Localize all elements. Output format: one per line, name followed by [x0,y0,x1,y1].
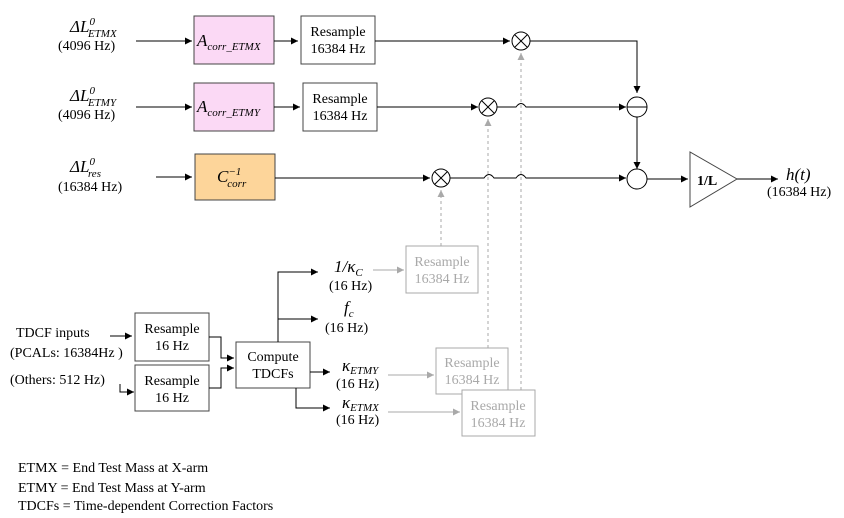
c-corr-main: C [217,167,229,186]
fc-rate: (16 Hz) [325,321,368,336]
resample-etmx-line1: Resample [310,25,365,40]
resample-16hz-1-line2: 16 Hz [155,339,189,354]
compute-tdcfs-line2: TDCFs [252,367,293,382]
a-corr-etmy-block [193,82,275,132]
output-rate: (16384 Hz) [767,185,831,200]
a-etmy-main: A [196,97,208,116]
resample-kappa-c-line1: Resample [414,255,469,270]
kappa-c-text: 1/κ [334,257,356,276]
etmx-sup: 0 [89,16,95,28]
summing-junction-1 [626,96,648,118]
fc-sub: c [349,308,354,320]
res-delta-label: ΔL [69,157,89,176]
resample-kappa-c-box [405,245,479,294]
resample-16hz-2-line1: Resample [144,374,199,389]
resample-kappa-c-line2: 16384 Hz [415,272,470,287]
inverse-l-gain-triangle [689,151,738,208]
c-corr-inverse-block [194,153,276,201]
svg-text:κETMX: κETMX [342,393,380,414]
resample-16hz-2-line2: 16 Hz [155,391,189,406]
etmx-delta-label: ΔL [69,17,89,36]
etmx-rate: (4096 Hz) [58,39,115,54]
kappa-etmx-sub: ETMX [349,402,380,414]
etmy-delta-label: ΔL [69,86,89,105]
summing-junction-2 [626,168,648,190]
resample-16hz-1-line1: Resample [144,322,199,337]
kappa-c-rate: (16 Hz) [329,279,372,294]
inverse-l-label: 1/L [697,174,717,189]
res-sup: 0 [89,156,95,168]
a-corr-etmx-block [193,15,275,65]
svg-text:1/κC: 1/κC [334,257,363,279]
resample-kappa-etmx-box [461,389,536,437]
resample-etmx-box [300,15,376,65]
tdcf-others-arrow [119,384,134,396]
etmy-sub: ETMY [87,97,118,109]
svg-text:κETMY: κETMY [342,356,380,377]
kappa-etmy-rate: (16 Hz) [336,377,379,392]
etmx-to-sum-arrow [530,40,641,93]
resample-kappa-etmy-box [435,347,509,395]
fc-text: f [344,298,351,317]
tdcf-others-rate: (Others: 512 Hz) [10,373,105,388]
resample-kappa-etmy-line1: Resample [444,356,499,371]
legend-etmx: ETMX = End Test Mass at X-arm [18,461,209,476]
etmy-sup: 0 [89,85,95,97]
a-etmx-sub: corr_ETMX [207,41,261,53]
kappa-etmx-rate: (16 Hz) [336,413,379,428]
resample-etmy-line1: Resample [312,92,367,107]
compute-to-kappa-c-arrow [277,268,318,342]
kappa-c-sub: C [355,267,363,279]
multiplier-etmy [478,97,498,117]
compute-to-kappa-etmx-arrow [295,388,330,412]
etmy-rate: (4096 Hz) [58,108,115,123]
resample-kappa-etmy-line2: 16384 Hz [445,373,500,388]
resample-kappa-etmx-line2: 16384 Hz [471,416,526,431]
etmx-sub: ETMX [87,28,118,40]
multiplier-res [431,168,451,188]
a-etmx-main: A [196,31,208,50]
c-corr-sub: corr [227,178,247,190]
res-sub: res [88,168,101,180]
res-rate: (16384 Hz) [58,180,122,195]
legend-tdcfs: TDCFs = Time-dependent Correction Factor… [18,499,274,514]
legend-etmy: ETMY = End Test Mass at Y-arm [18,481,206,496]
resample-etmy-line2: 16384 Hz [313,109,368,124]
resample1-to-compute-arrow [209,336,234,362]
etmy-to-sum-arrow [497,103,626,111]
compute-tdcfs-line1: Compute [247,350,298,365]
resample-16hz-box-2 [134,364,210,412]
svg-text:fc: fc [344,298,354,320]
c-corr-sup: −1 [228,166,241,178]
tdcf-pcal-rate: (PCALs: 16384Hz ) [10,346,123,361]
multiplier-etmx [511,31,531,51]
resample-16hz-box-1 [134,312,210,362]
kappa-etmy-text: κ [342,356,351,375]
svg-text:Acorr_ETMX: Acorr_ETMX [196,31,262,53]
svg-text:Acorr_ETMY: Acorr_ETMY [196,97,262,119]
output-label: h(t) [786,165,811,184]
compute-tdcfs-box [235,341,311,389]
res-to-sum-arrow [450,174,626,182]
a-etmy-sub: corr_ETMY [207,107,261,119]
resample-kappa-etmx-line1: Resample [470,399,525,414]
tdcf-inputs-label: TDCF inputs [16,326,90,341]
kappa-etmy-sub: ETMY [349,365,380,377]
resample-etmx-line2: 16384 Hz [311,42,366,57]
kappa-etmx-text: κ [342,393,351,412]
resample2-to-compute-arrow [209,364,234,389]
